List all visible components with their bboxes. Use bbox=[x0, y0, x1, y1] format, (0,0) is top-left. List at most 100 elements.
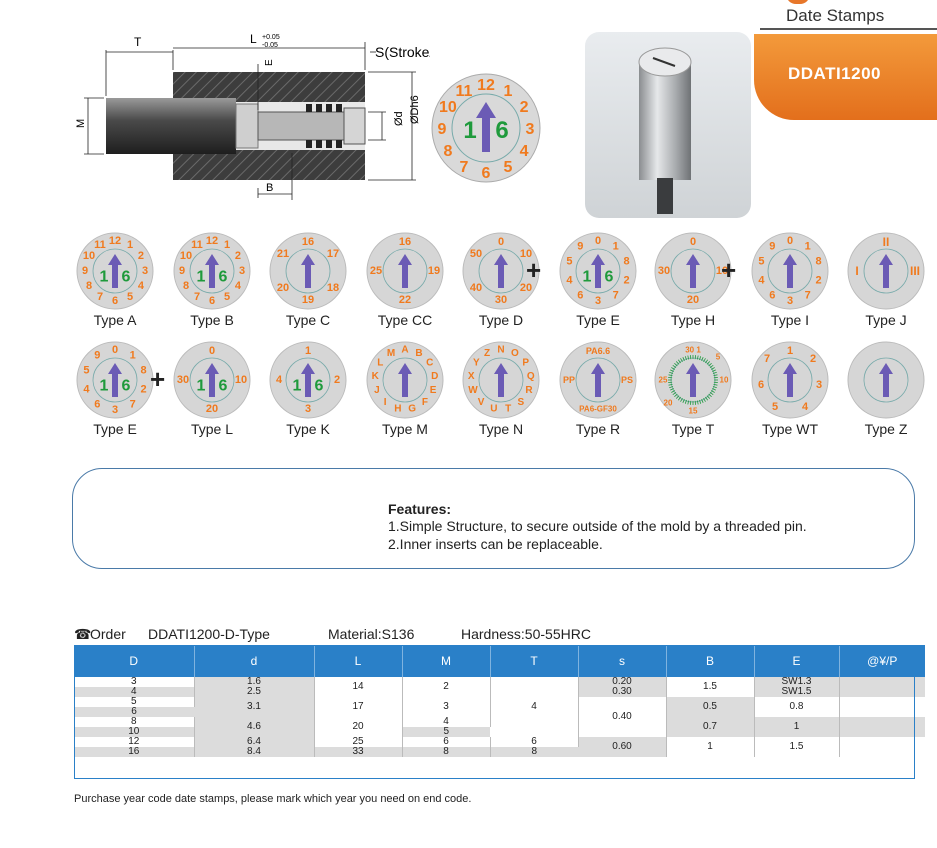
stamp-char: 6 bbox=[769, 289, 775, 301]
cell-B: 1.5 bbox=[666, 677, 755, 697]
stamp-char: O bbox=[511, 348, 519, 359]
stamp-type-label: Type I bbox=[770, 312, 810, 328]
stamp-char: K bbox=[372, 371, 380, 382]
arrow-icon bbox=[879, 363, 893, 397]
stamp-char: 8 bbox=[443, 143, 452, 160]
stamp-pin-illustration bbox=[638, 47, 692, 214]
category-title: Date Stamps bbox=[786, 6, 885, 25]
stamp-type-label: Type C bbox=[285, 312, 331, 328]
stamp-char: 9 bbox=[94, 350, 100, 362]
stamp-char: 9 bbox=[577, 241, 583, 253]
stamp-char: 25 bbox=[659, 376, 668, 385]
stamp-char: PS bbox=[621, 375, 633, 385]
stamp-char: I bbox=[384, 397, 387, 408]
stamp-char: 5 bbox=[83, 365, 89, 377]
col-header-d: d bbox=[194, 645, 315, 677]
stamp-char: 12 bbox=[109, 235, 121, 247]
stamp-type-label: Type J bbox=[865, 312, 907, 328]
stamp-char: 20 bbox=[206, 403, 218, 415]
stamp-char: R bbox=[525, 385, 533, 396]
stamp-char: H bbox=[394, 404, 401, 415]
col-header-B: B bbox=[666, 645, 755, 677]
feature-item-1: 1.Simple Structure, to secure outside of… bbox=[388, 518, 807, 534]
cell-D: 10 bbox=[74, 727, 195, 737]
cell-E: SW1.5 bbox=[754, 687, 840, 697]
stamp-char: P bbox=[522, 357, 529, 368]
stamp-digit: 6 bbox=[219, 378, 228, 395]
cell-d: 6.4 bbox=[194, 737, 315, 747]
features-box bbox=[72, 468, 915, 569]
phone-icon: ☎ bbox=[74, 626, 92, 642]
stamp-digit: 1 bbox=[197, 269, 206, 286]
stamp-char: 3 bbox=[305, 403, 311, 415]
stamp-char: 10 bbox=[716, 265, 728, 277]
stamp-char: V bbox=[478, 397, 485, 408]
stamp-char: 6 bbox=[94, 398, 100, 410]
stamp-char: 16 bbox=[302, 236, 314, 248]
stamp-char: PP bbox=[563, 375, 575, 385]
cell-D: 4 bbox=[74, 687, 195, 697]
footnote: Purchase year code date stamps, please m… bbox=[74, 793, 472, 805]
stamp-char: 5 bbox=[127, 291, 133, 303]
stamp-char: 15 bbox=[689, 407, 698, 416]
stamp-char: 5 bbox=[504, 159, 513, 176]
stamp-char: T bbox=[505, 404, 511, 415]
svg-text:1: 1 bbox=[463, 117, 476, 144]
stamp-char: M bbox=[387, 348, 395, 359]
stamp-char: 6 bbox=[112, 295, 118, 307]
cell-s: 0.20 bbox=[578, 677, 667, 687]
stamp-char: 50 bbox=[470, 248, 482, 260]
dim-e-label: E bbox=[264, 59, 275, 66]
stamp-face bbox=[847, 341, 925, 419]
stamp-digit: 6 bbox=[219, 269, 228, 286]
stamp-type-label: Type D bbox=[478, 312, 524, 328]
stamp-char: S bbox=[518, 397, 525, 408]
cell-price bbox=[839, 737, 925, 757]
stamp-char: 20 bbox=[520, 282, 532, 294]
stamp-char: B bbox=[415, 348, 422, 359]
stamp-char: 5 bbox=[566, 256, 572, 268]
stamp-char: 2 bbox=[138, 250, 144, 262]
cell-E: SW1.3 bbox=[754, 677, 840, 687]
cell-L: 33 bbox=[314, 747, 403, 757]
cell-T: 4 bbox=[490, 677, 579, 737]
col-header-T: T bbox=[490, 645, 579, 677]
stamp-char: 30 bbox=[177, 374, 189, 386]
stamp-char: 3 bbox=[816, 379, 822, 391]
stamp-char: I bbox=[855, 264, 858, 278]
stamp-type-label: Type M bbox=[382, 421, 428, 437]
stamp-char: PA6.6 bbox=[586, 346, 610, 356]
stamp-char: 4 bbox=[758, 274, 765, 286]
col-header-L: L bbox=[314, 645, 403, 677]
col-header-price: @¥/P bbox=[839, 645, 925, 677]
stamp-type-label: Type K bbox=[286, 421, 330, 437]
stamp-char: 3 bbox=[112, 404, 118, 416]
stamp-char: 20 bbox=[664, 399, 673, 408]
stamp-char: 9 bbox=[82, 265, 88, 277]
stamp-char: 7 bbox=[764, 353, 770, 365]
cell-D: 5 bbox=[74, 697, 195, 707]
col-header-E: E bbox=[754, 645, 840, 677]
stamp-type-label: Type Z bbox=[864, 421, 908, 437]
cell-M: 2 bbox=[402, 677, 491, 697]
arrow-icon bbox=[108, 254, 122, 288]
category-divider bbox=[760, 28, 937, 30]
cell-s: 0.30 bbox=[578, 687, 667, 697]
stamp-char: 7 bbox=[194, 291, 200, 303]
stamp-char: W bbox=[468, 385, 478, 396]
cell-D: 16 bbox=[74, 747, 195, 757]
arrow-icon bbox=[398, 254, 412, 288]
feature-item-2: 2.Inner inserts can be replaceable. bbox=[388, 536, 603, 552]
stamp-char: 1 bbox=[130, 350, 136, 362]
arrow-icon bbox=[301, 363, 315, 397]
stamp-char: 19 bbox=[428, 265, 440, 277]
stamp-char: 1 bbox=[305, 345, 311, 357]
stamp-type-label: Type N bbox=[478, 421, 524, 437]
